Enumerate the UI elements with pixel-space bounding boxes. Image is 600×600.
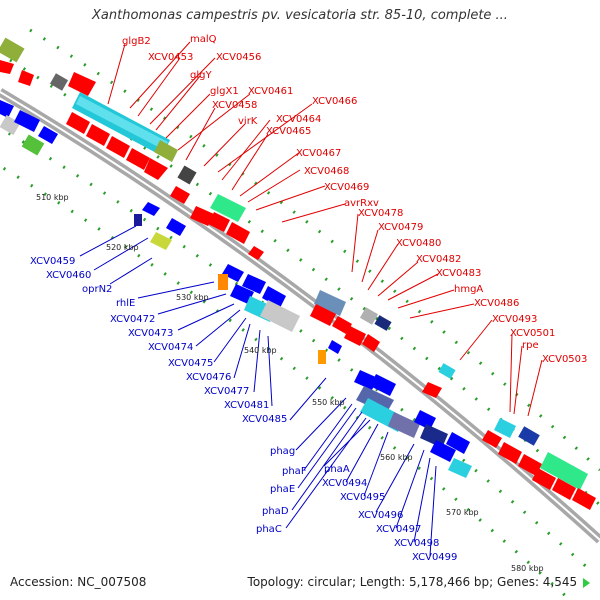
gene-label: glgX1 (210, 86, 239, 97)
summary-row: Topology: circular; Length: 5,178,466 bp… (248, 575, 590, 589)
map-title: Xanthomonas campestris pv. vesicatoria s… (92, 8, 508, 23)
gene-label: XCV0497 (376, 524, 421, 535)
gene-label: XCV0469 (324, 182, 369, 193)
gene-label: oprN2 (82, 284, 112, 295)
accession-text: Accession: NC_007508 (10, 575, 147, 589)
gene-label: rpe (522, 340, 539, 351)
gene-label: XCV0479 (378, 222, 423, 233)
kbp-scale: 510 kbp 520 kbp 530 kbp 540 kbp 550 kbp … (36, 193, 544, 573)
gene-label: XCV0464 (276, 114, 321, 125)
red-gene-labels: glgB2 malQ XCV0453 XCV0456 glgY glgX1 XC… (122, 34, 587, 365)
gene-label: phag (270, 446, 295, 457)
gene-label: rhlE (116, 298, 135, 309)
gene-label: XCV0481 (224, 400, 269, 411)
kbp-label: 510 kbp (36, 193, 69, 202)
gene-label: avrRxv (344, 198, 379, 209)
gene-label: malQ (190, 34, 217, 45)
gene-label: XCV0461 (248, 86, 293, 97)
gene-label: XCV0485 (242, 414, 287, 425)
gene-label: XCV0503 (542, 354, 587, 365)
play-icon[interactable] (583, 577, 590, 588)
gene-label: phaF (282, 466, 307, 477)
gene-label: XCV0472 (110, 314, 155, 325)
gene-label: hmgA (454, 284, 483, 295)
gene-label: XCV0486 (474, 298, 519, 309)
gene-label: XCV0466 (312, 96, 357, 107)
kbp-label: 560 kbp (380, 453, 413, 462)
inner-features (0, 100, 472, 478)
backbone-inner (0, 91, 600, 541)
gene-label: XCV0453 (148, 52, 193, 63)
gene-label: XCV0495 (340, 492, 385, 503)
gene-label: phaE (270, 484, 295, 495)
gene-label: XCV0494 (322, 478, 367, 489)
gene-label: XCV0499 (412, 552, 457, 563)
gene-label: phaD (262, 506, 289, 517)
gene-label: XCV0458 (212, 100, 257, 111)
blue-leader-lines (79, 225, 437, 557)
gene-label: XCV0473 (128, 328, 173, 339)
gene-label: phaA (324, 464, 350, 475)
gene-label: XCV0477 (204, 386, 249, 397)
gene-label: XCV0456 (216, 52, 261, 63)
gene-label: XCV0478 (358, 208, 403, 219)
gene-label: XCV0460 (46, 270, 91, 281)
outer-features (0, 37, 596, 510)
gene-label: XCV0468 (304, 166, 349, 177)
gene-label: virK (238, 116, 258, 127)
kbp-label: 570 kbp (446, 508, 479, 517)
gene-label: XCV0476 (186, 372, 231, 383)
gene-label: glgY (190, 70, 212, 81)
kbp-label: 530 kbp (176, 293, 209, 302)
red-leader-lines (107, 41, 543, 417)
gene-label: XCV0482 (416, 254, 461, 265)
kbp-label: 580 kbp (511, 564, 544, 573)
gene-label: XCV0493 (492, 314, 537, 325)
kbp-label: 520 kbp (106, 243, 139, 252)
gene-label: XCV0467 (296, 148, 341, 159)
gene-label: XCV0475 (168, 358, 213, 369)
gene-label: XCV0465 (266, 126, 311, 137)
gene-label: glgB2 (122, 36, 151, 47)
kbp-label: 550 kbp (312, 398, 345, 407)
blue-gene-labels: XCV0459 XCV0460 oprN2 rhlE XCV0472 XCV04… (30, 256, 457, 563)
summary-text: Topology: circular; Length: 5,178,466 bp… (247, 575, 578, 589)
gene-label: XCV0483 (436, 268, 481, 279)
gene-label: phaC (256, 524, 282, 535)
kbp-label: 540 kbp (244, 346, 277, 355)
gene-label: XCV0496 (358, 510, 403, 521)
gene-label: XCV0498 (394, 538, 439, 549)
gene-label: XCV0501 (510, 328, 555, 339)
gene-label: XCV0459 (30, 256, 75, 267)
gene-label: XCV0480 (396, 238, 441, 249)
tick-tracks (0, 28, 600, 600)
gene-label: XCV0474 (148, 342, 193, 353)
